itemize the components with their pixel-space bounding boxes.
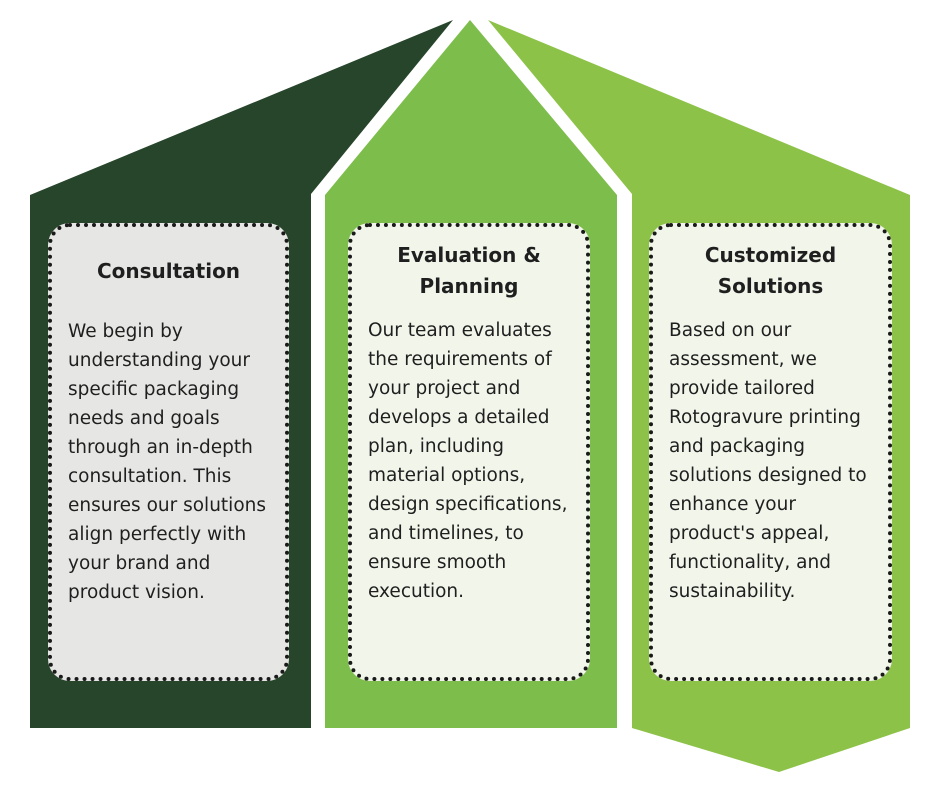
evaluation-description: Our team evaluates the requirements of y…: [368, 320, 568, 602]
customized-card: Customized Solutions Based on our assess…: [649, 223, 892, 681]
customized-title: Customized Solutions: [704, 243, 837, 298]
consultation-card: Consultation We begin by understanding y…: [48, 223, 289, 681]
evaluation-title: Evaluation & Planning: [397, 243, 541, 298]
customized-description: Based on our assessment, we provide tail…: [669, 320, 867, 602]
consultation-title: Consultation: [96, 259, 241, 283]
consultation-description: We begin by understanding your specific …: [68, 321, 266, 603]
evaluation-card: Evaluation & Planning Our team evaluates…: [348, 223, 590, 681]
